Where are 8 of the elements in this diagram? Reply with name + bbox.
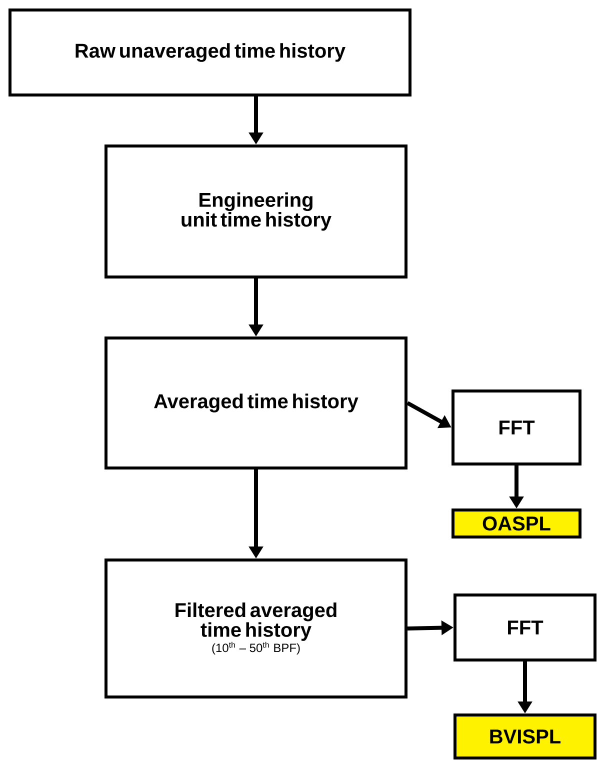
result-box: OASPL [452, 508, 582, 538]
result-box: BVISPL [454, 714, 596, 760]
process-box: FFT [452, 390, 582, 466]
process-box: FFT [454, 594, 596, 662]
process-box: Raw unaveraged time history [8, 8, 412, 96]
process-box: Filtered averaged time history (10$^{th}$ – 50$^{th}$ BPF) [104, 558, 408, 698]
process-box: Engineering unit time history [104, 144, 408, 278]
process-box: Averaged time history [104, 336, 408, 470]
